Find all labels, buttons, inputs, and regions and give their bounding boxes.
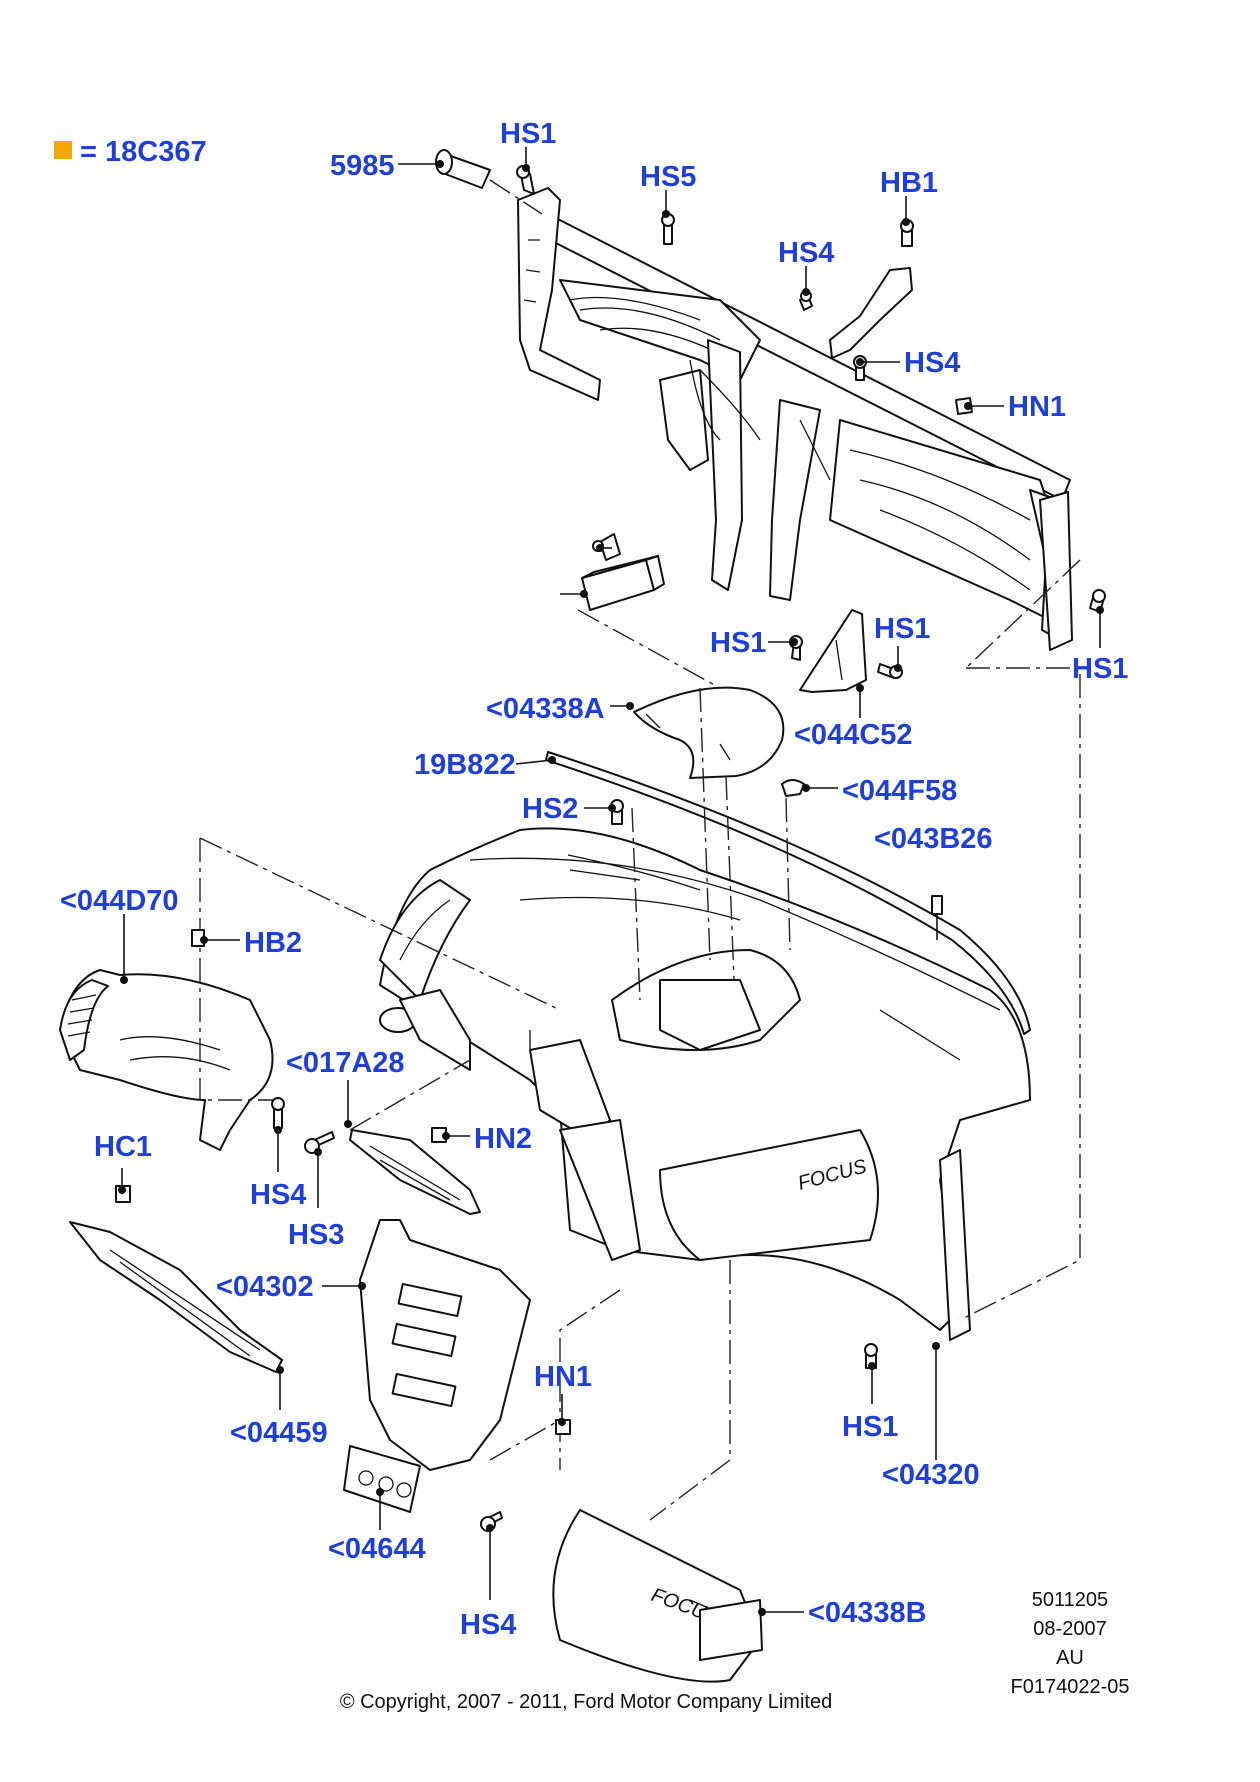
- callout-labels: 5985 HS1 HS5 HB1 HS4 HS4 HN1 HS1 HS1 HS1…: [60, 118, 1128, 1641]
- callout-hs4-d: HS4: [460, 1609, 516, 1641]
- screw-hs5: [661, 213, 675, 245]
- callout-hs1-top: HS1: [500, 118, 556, 150]
- callout-04302: <04302: [216, 1271, 314, 1303]
- legend-swatch: [54, 141, 72, 159]
- part-04338a-cover: [633, 686, 785, 779]
- callout-04644: <04644: [328, 1533, 426, 1565]
- part-043b26-fastener: [931, 895, 943, 940]
- callout-hc1: HC1: [94, 1131, 152, 1163]
- part-04644-switch-panel: [343, 1445, 421, 1513]
- callout-19b822: 19B822: [414, 749, 516, 781]
- part-18c367-block: [581, 555, 665, 611]
- callout-04338a: <04338A: [486, 693, 605, 725]
- callout-hs1-e: HS1: [842, 1411, 898, 1443]
- screw-hs4-c: [271, 1097, 285, 1129]
- callout-hs1-d: HS1: [1072, 653, 1128, 685]
- callout-hs2: HS2: [522, 793, 578, 825]
- callout-hs4-c: HS4: [250, 1179, 306, 1211]
- legend-text: = 18C367: [80, 136, 207, 168]
- callout-04459: <04459: [230, 1417, 328, 1449]
- callout-04320: <04320: [882, 1459, 980, 1491]
- callout-044c52: <044C52: [794, 719, 913, 751]
- part-04302-center-bezel: [359, 1219, 531, 1471]
- footer-copyright: © Copyright, 2007 - 2011, Ford Motor Com…: [340, 1691, 832, 1713]
- footer: 5011205 08-2007 AU F0174022-05 © Copyrig…: [340, 1589, 1130, 1713]
- part-18c367-clip: [599, 533, 621, 561]
- part-044f58-clip: [781, 779, 805, 797]
- instrument-panel: FOCUS: [379, 827, 1031, 1341]
- callout-044d70: <044D70: [60, 885, 179, 917]
- callout-hs1-b: HS1: [710, 627, 766, 659]
- callout-hs1-c: HS1: [874, 613, 930, 645]
- callout-hs5: HS5: [640, 161, 696, 193]
- callout-hn2: HN2: [474, 1123, 532, 1155]
- footer-date: 08-2007: [1033, 1618, 1106, 1640]
- part-044d70-cluster-bezel: [59, 969, 274, 1151]
- callout-5985: 5985: [330, 150, 395, 182]
- part-19b822-strip: [545, 751, 1031, 1035]
- callout-hb1: HB1: [880, 167, 938, 199]
- nut-hn2: [431, 1127, 447, 1143]
- screw-hs2: [610, 799, 624, 825]
- screw-hs1-right-bracket: [877, 663, 903, 679]
- callout-044f58: <044F58: [842, 775, 957, 807]
- callout-hn1-a: HN1: [1008, 391, 1066, 423]
- callout-hs4-b: HS4: [904, 347, 960, 379]
- footer-code: 5011205: [1032, 1589, 1108, 1611]
- part-04459-lower-trim: [69, 1221, 283, 1373]
- callout-017a28: <017A28: [286, 1047, 405, 1079]
- callout-hn1-b: HN1: [534, 1361, 592, 1393]
- part-044c52-bracket: [799, 609, 867, 693]
- screw-hs3: [304, 1131, 335, 1154]
- callout-hb2: HB2: [244, 927, 302, 959]
- callout-043b26: <043B26: [874, 823, 993, 855]
- part-upper-left-trim: [399, 989, 471, 1071]
- footer-figure-id: F0174022-05: [1011, 1676, 1130, 1698]
- footer-region: AU: [1056, 1647, 1084, 1669]
- part-04338b-glovebox-door: FOCUS: [552, 1509, 763, 1683]
- callout-hs3: HS3: [288, 1219, 344, 1251]
- callout-hs4-a: HS4: [778, 237, 834, 269]
- cross-car-beam: [517, 187, 1073, 651]
- part-017a28-lower-panel: [349, 1129, 481, 1215]
- leader-lines: [118, 147, 1104, 1616]
- callout-04338b: <04338B: [808, 1597, 927, 1629]
